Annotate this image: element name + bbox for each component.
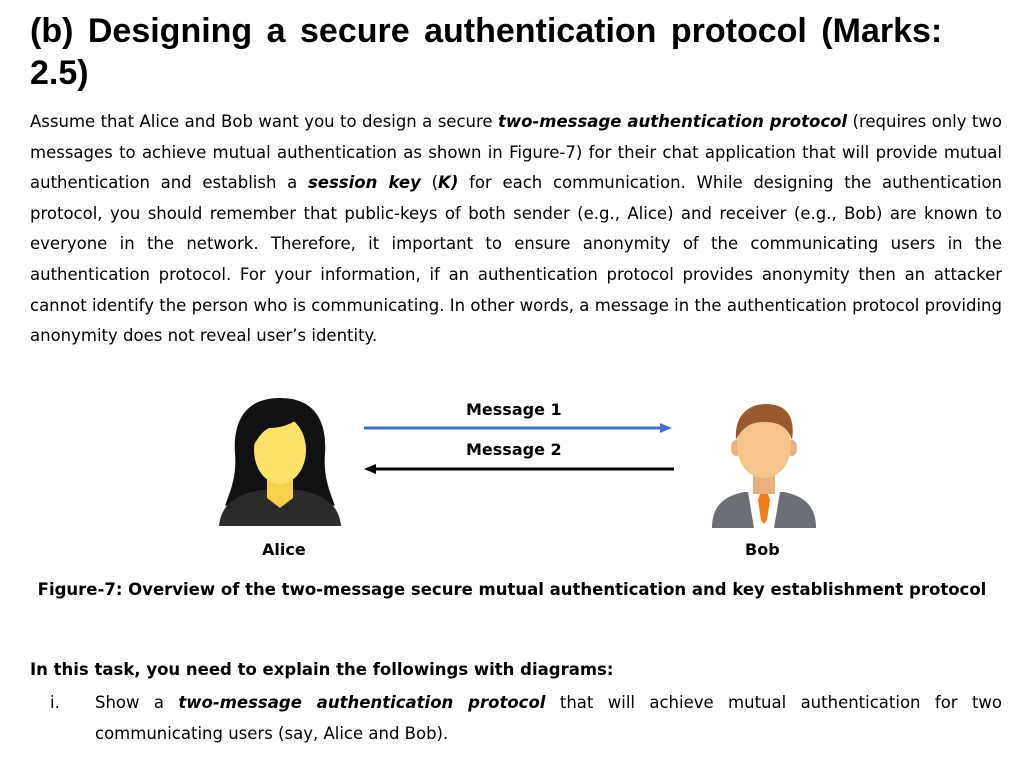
paragraph-text-2: (requires only two messages to achieve m… bbox=[30, 112, 1002, 193]
alice-avatar-icon bbox=[219, 398, 341, 526]
bob-avatar-icon bbox=[712, 404, 816, 528]
task-item-text: Show a two-message authentication protoc… bbox=[95, 688, 1002, 749]
task-intro: In this task, you need to explain the fo… bbox=[30, 660, 614, 679]
message-1-arrowhead-icon bbox=[660, 423, 672, 433]
assignment-paragraph: Assume that Alice and Bob want you to de… bbox=[30, 107, 1002, 352]
bob-label: Bob bbox=[745, 540, 780, 559]
figure-caption: Figure-7: Overview of the two-message se… bbox=[37, 580, 987, 599]
paragraph-text-3: ( bbox=[420, 173, 439, 193]
task-item-text-1: Show a bbox=[95, 693, 179, 712]
task-item-number: i. bbox=[50, 693, 60, 712]
paragraph-emphasis-protocol: two-message authentication protocol bbox=[497, 112, 848, 131]
paragraph-text-1: Assume that Alice and Bob want you to de… bbox=[30, 112, 498, 131]
task-item-text-2: that will achieve mutual authentication … bbox=[95, 693, 1003, 743]
protocol-figure: Alice Bob Message 1 Message 2 bbox=[0, 380, 1024, 620]
paragraph-emphasis-session-key: session key bbox=[307, 173, 421, 193]
paragraph-emphasis-k: K) bbox=[438, 173, 459, 193]
message-2-label: Message 2 bbox=[466, 440, 562, 459]
task-item-emphasis: two-message authentication protocol bbox=[178, 693, 546, 712]
paragraph-text-4: for each communication. While designing … bbox=[30, 173, 1003, 346]
message-2-arrowhead-icon bbox=[364, 464, 376, 474]
message-1-label: Message 1 bbox=[466, 400, 562, 419]
alice-label: Alice bbox=[262, 540, 306, 559]
message-arrows bbox=[364, 423, 674, 474]
section-heading: (b) Designing a secure authentication pr… bbox=[30, 12, 943, 92]
